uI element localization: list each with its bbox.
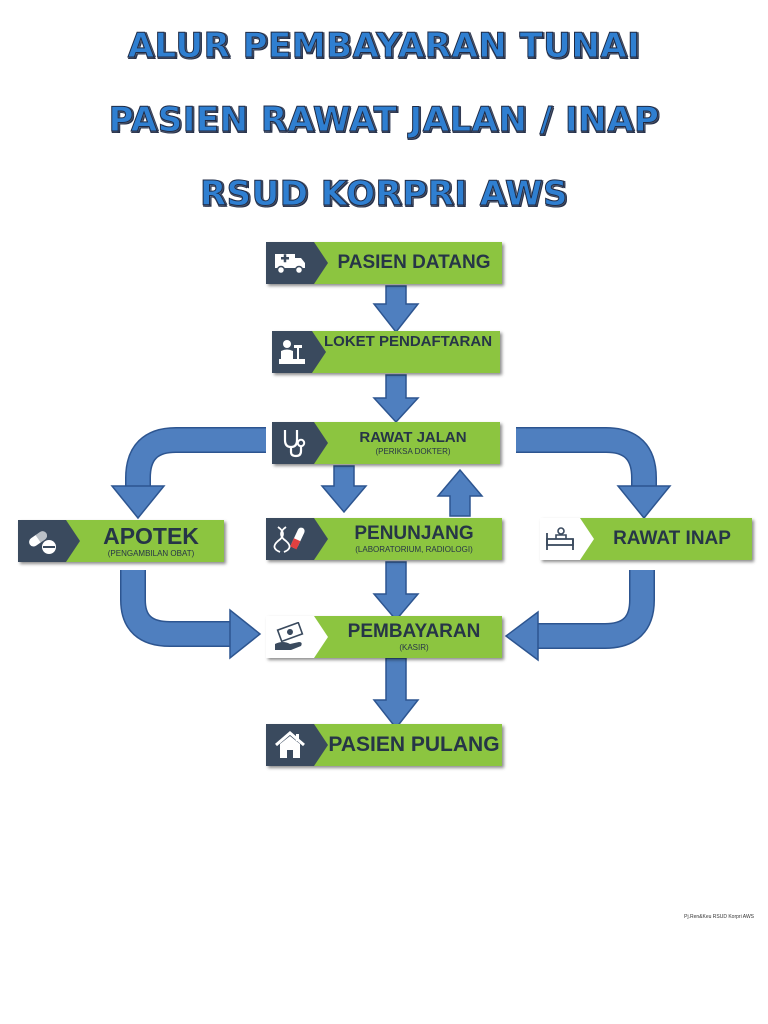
node-label: RAWAT JALAN [359, 429, 467, 447]
node-label: APOTEK [103, 522, 199, 549]
node-label: PASIEN PULANG [328, 732, 500, 756]
node-apotek: APOTEK (PENGAMBILAN OBAT) [18, 520, 224, 562]
node-sublabel: (PERIKSA DOKTER) [375, 446, 451, 456]
arrow-apotek-to-pembayaran [120, 570, 262, 660]
title-line-1: ALUR PEMBAYARAN TUNAI [127, 26, 641, 67]
payment-hand-icon [266, 616, 328, 658]
node-pasien-pulang: PASIEN PULANG [266, 724, 502, 766]
hospital-bed-icon [540, 518, 594, 560]
registration-desk-icon [272, 331, 326, 373]
footer-credit: Pj.Ren&Keu RSUD Korpri AWS [684, 914, 754, 920]
node-sublabel: (KASIR) [399, 642, 429, 652]
ambulance-icon [266, 242, 328, 284]
node-rawat-inap: RAWAT INAP [540, 518, 752, 560]
node-sublabel: (PENGAMBILAN OBAT) [107, 549, 195, 559]
arrow-pembayaran-to-pulang [372, 657, 420, 730]
node-label: PASIEN DATANG [337, 252, 491, 274]
node-label: PEMBAYARAN [347, 621, 481, 643]
arrow-rawat-jalan-to-apotek [110, 427, 266, 520]
node-label: RAWAT INAP [613, 528, 731, 550]
arrow-datang-to-loket [372, 285, 420, 334]
node-label: PENUNJANG [354, 523, 474, 545]
title-line-2: PASIEN RAWAT JALAN / INAP [108, 100, 660, 141]
pills-icon [18, 520, 80, 562]
arrow-loket-to-rawat-jalan [372, 374, 420, 424]
node-sublabel: (LABORATORIUM, RADIOLOGI) [355, 544, 473, 554]
node-rawat-jalan: RAWAT JALAN (PERIKSA DOKTER) [272, 422, 500, 464]
node-penunjang: PENUNJANG (LABORATORIUM, RADIOLOGI) [266, 518, 502, 560]
node-label: LOKET PENDAFTARAN [324, 333, 493, 350]
node-pembayaran: PEMBAYARAN (KASIR) [266, 616, 502, 658]
arrow-rawat-inap-to-pembayaran [504, 570, 655, 662]
stethoscope-icon [272, 422, 328, 464]
arrow-rawat-jalan-to-rawat-inap [516, 427, 672, 520]
node-loket-pendaftaran: LOKET PENDAFTARAN [272, 331, 500, 373]
arrow-penunjang-to-rawat-jalan [436, 468, 484, 517]
arrow-rawat-jalan-to-penunjang [320, 465, 368, 514]
node-pasien-datang: PASIEN DATANG [266, 242, 502, 284]
title-line-3: RSUD KORPRI AWS [199, 174, 569, 215]
house-icon [266, 724, 328, 766]
arrow-penunjang-to-pembayaran [372, 561, 420, 622]
dna-test-tube-icon [266, 518, 328, 560]
